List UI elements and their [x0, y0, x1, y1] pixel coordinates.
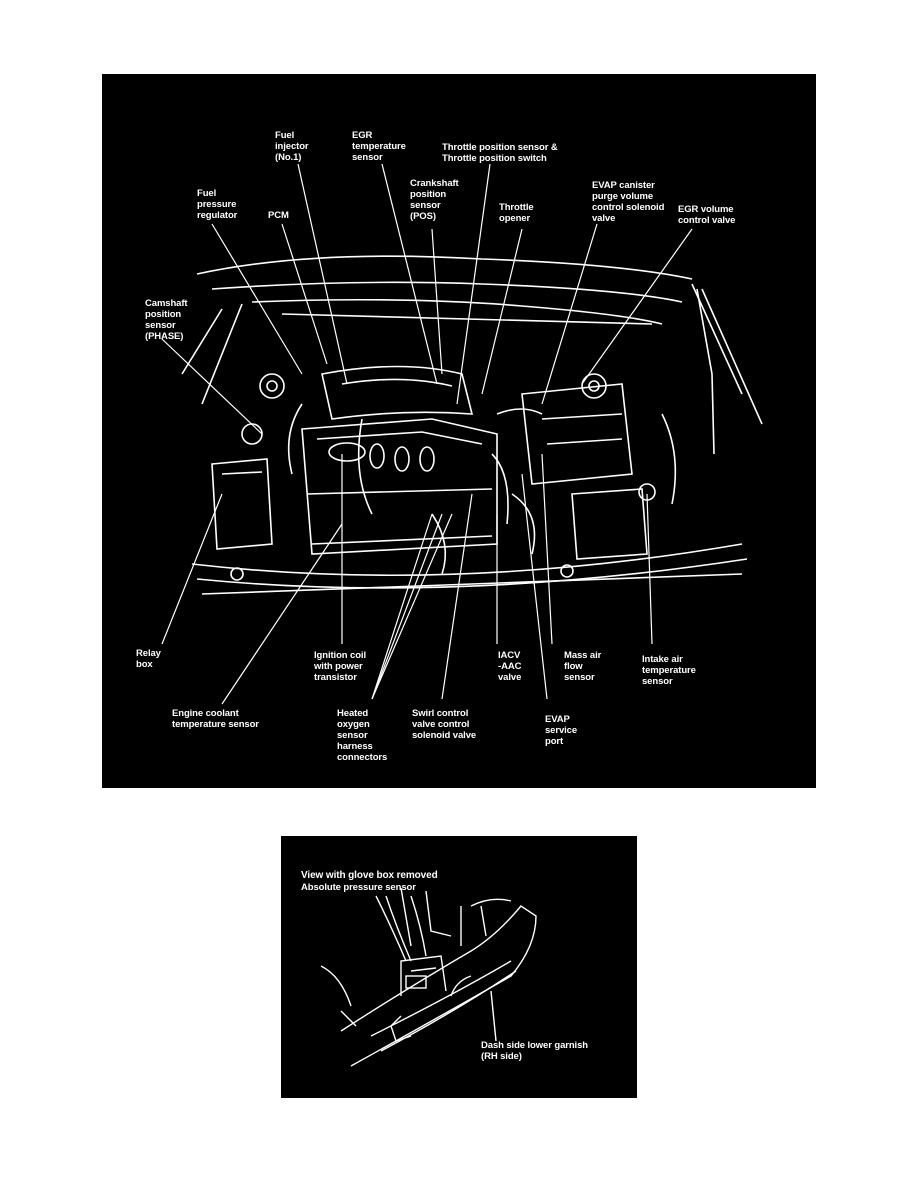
- engine-bay-outline: [181, 255, 763, 595]
- label-crankshaft-position-sensor: Crankshaft position sensor (POS): [410, 178, 459, 222]
- label-throttle-position-sensor: Throttle position sensor & Throttle posi…: [442, 142, 558, 164]
- label-ignition-coil: Ignition coil with power transistor: [314, 650, 366, 683]
- label-mass-air-flow-sensor: Mass air flow sensor: [564, 650, 602, 683]
- label-fuel-injector: Fuel injector (No.1): [275, 130, 309, 163]
- label-camshaft-position-sensor: Camshaft position sensor (PHASE): [145, 298, 188, 342]
- glove-box-view-title: View with glove box removed: [301, 870, 438, 881]
- label-iacv-aac-valve: IACV -AAC valve: [498, 650, 522, 683]
- glove-box-diagram: View with glove box removed Absolute pre…: [281, 836, 637, 1098]
- glove-box-drawing: [320, 887, 537, 1067]
- label-heated-oxygen-sensor-connectors: Heated oxygen sensor harness connectors: [337, 708, 388, 763]
- label-egr-temperature-sensor: EGR temperature sensor: [352, 130, 406, 163]
- label-swirl-control-valve: Swirl control valve control solenoid val…: [412, 708, 477, 741]
- engine-bay-drawing: [161, 163, 763, 705]
- label-dash-side-lower-garnish: Dash side lower garnish (RH side): [481, 1040, 588, 1062]
- glove-box-outline: [320, 887, 537, 1067]
- label-evap-canister-purge: EVAP canister purge volume control solen…: [592, 180, 665, 224]
- label-evap-service-port: EVAP service port: [545, 714, 578, 747]
- label-pcm: PCM: [268, 210, 289, 221]
- label-absolute-pressure-sensor: Absolute pressure sensor: [301, 882, 416, 893]
- label-intake-air-temperature-sensor: Intake air temperature sensor: [642, 654, 696, 687]
- leader-lines: [161, 163, 693, 705]
- label-fuel-pressure-regulator: Fuel pressure regulator: [197, 188, 238, 221]
- label-engine-coolant-temperature-sensor: Engine coolant temperature sensor: [172, 708, 259, 730]
- label-relay-box: Relay box: [136, 648, 161, 670]
- label-throttle-opener: Throttle opener: [499, 202, 534, 224]
- label-egr-volume-control-valve: EGR volume control valve: [678, 204, 736, 226]
- engine-bay-diagram: Fuel injector (No.1) EGR temperature sen…: [102, 74, 816, 788]
